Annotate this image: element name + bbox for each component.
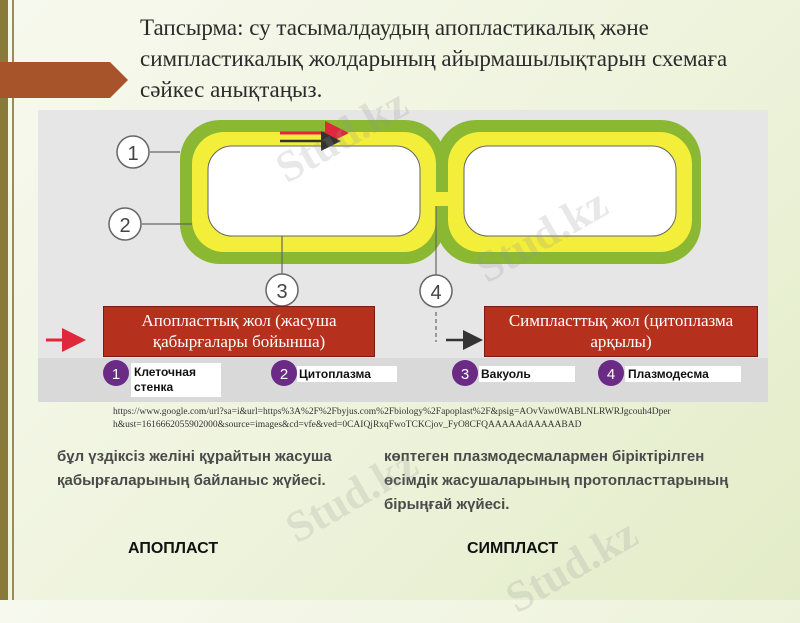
svg-text:1: 1 [112,366,120,383]
decor-arrow [0,62,128,98]
svg-text:3: 3 [276,281,287,303]
source-url[interactable]: https://www.google.com/url?sa=i&url=http… [113,407,671,430]
callout-2 [108,207,142,241]
symplast-path-box: Симпласттық жол (цитоплазма арқылы) [484,306,758,357]
apoplast-description: бұл үздіксіз желіні құрайтын жасуша қабы… [57,448,332,489]
svg-text:4: 4 [607,366,615,383]
legend-item-4: 4 [598,360,741,386]
svg-text:3: 3 [461,366,469,383]
legend-item-1: 1 [103,360,221,397]
symplast-term: СИМПЛАСТ [467,540,559,557]
legend-label-cell-wall: Клеточная стенка [134,365,196,394]
legend-label-plasmodesma: Плазмодесма [628,367,709,381]
left-vacuole [207,145,421,237]
left-decor-bar [0,0,8,600]
svg-text:2: 2 [280,366,288,383]
svg-text:2: 2 [119,215,130,237]
apoplast-term: АПОПЛАСТ [128,540,219,557]
watermark: Stud.kz [497,508,646,623]
left-decor-line [12,0,14,600]
callout-4 [419,274,453,308]
svg-text:1: 1 [127,143,138,165]
svg-text:4: 4 [430,282,441,304]
legend-label-vacuole: Вакуоль [481,367,531,381]
apoplast-path-box: Апопласттық жол (жасуша қабырғалары бойы… [103,306,375,357]
legend-label-cytoplasm: Цитоплазма [299,367,371,381]
legend-item-2: 2 [271,360,397,386]
task-title: Тапсырма: су тасымалдаудың апопластикалы… [140,15,728,102]
symplast-description: көптеген плазмодесмалармен біріктірілген… [384,448,729,513]
legend-item-3: 3 [452,360,575,386]
callout-1 [116,135,150,169]
right-vacuole [463,145,677,237]
cell-diagram: 1 2 3 4 1 2 3 4 [38,120,768,402]
